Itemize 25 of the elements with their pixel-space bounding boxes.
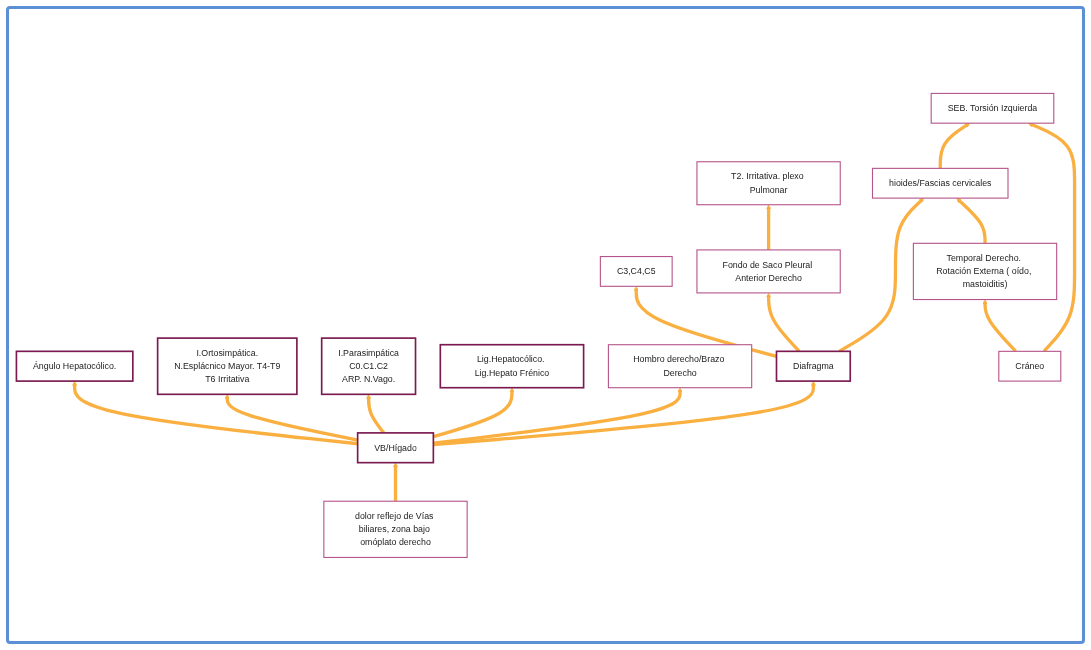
node-box: Diafragma [775,350,852,382]
node-box: Hombro derecho/Brazo Derecho [607,343,753,388]
arrow [224,393,358,442]
arrow [433,380,816,446]
node-box: dolor reflejo de Vías biliares, zona bajo omóplato derecho [323,500,468,558]
node-box: VB/Hígado [356,431,435,464]
node-box: Lig.Hepatocólico. Lig.Hepato Frénico [439,343,585,389]
node-box: I.Parasimpática C0.C1.C2 ARP. N.Vago. [320,336,417,395]
node-box: SEB. Torsión Izquierda [930,92,1055,124]
arrow [766,204,771,250]
arrow [366,393,386,434]
arrow [956,197,987,243]
node-box: Fondo de Saco Pleural Anterior Derecho [696,248,841,294]
arrow [633,285,777,358]
arrow [72,380,358,445]
node-box: I.Ortosimpática. N.Esplácnico Mayor. T4-T9 T6 Irritativa [156,336,298,395]
node-box: C3,C4,C5 [599,255,673,287]
node-box: Temporal Derecho. Rotación Externa ( oído, mastoiditis) [912,242,1058,300]
node-box: T2. Irritativa. plexo Pulmonar [696,160,841,205]
node-box: hioides/Fascias cervicales [871,167,1009,199]
arrow [938,122,970,168]
arrow [393,462,398,501]
arrow [433,387,683,445]
node-box: Cráneo [998,350,1062,382]
node-box: Ángulo Hepatocólico. [15,350,134,382]
